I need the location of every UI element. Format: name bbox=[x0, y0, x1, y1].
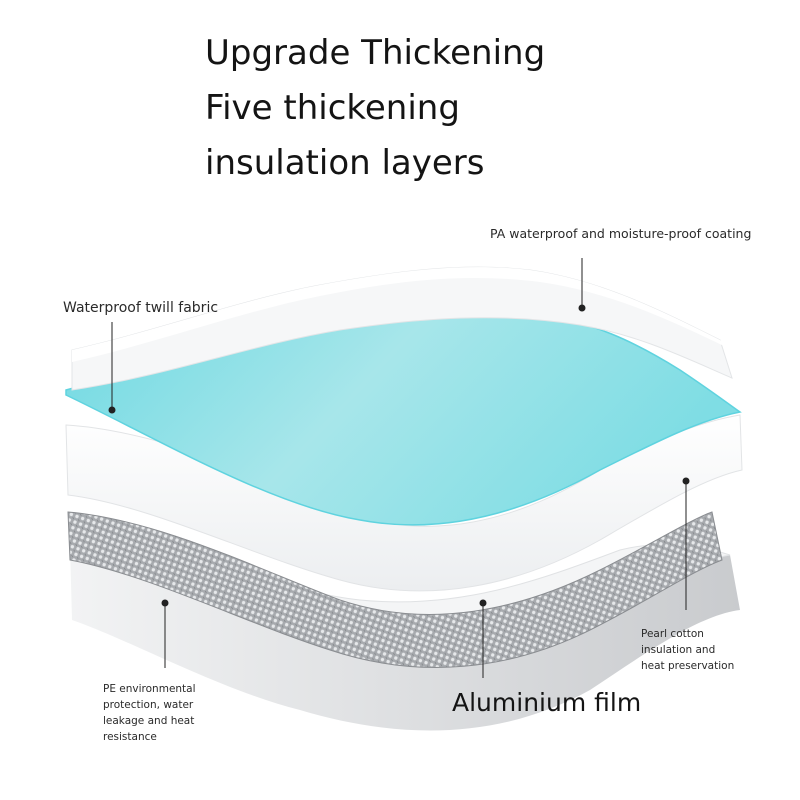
label-pa-coating: PA waterproof and moisture-proof coating bbox=[490, 226, 752, 241]
label-aluminium-film: Aluminium film bbox=[452, 688, 642, 717]
layer-aluminium bbox=[67, 511, 723, 668]
label-twill-fabric: Waterproof twill fabric bbox=[63, 300, 219, 316]
label-pearl-cotton-line-2: insulation and bbox=[641, 644, 716, 656]
label-pearl-cotton: Pearl cotton insulation and heat preserv… bbox=[641, 626, 734, 674]
headline-line-3: insulation layers bbox=[205, 143, 485, 183]
label-pearl-cotton-line-3: heat preservation bbox=[641, 660, 735, 672]
headline-line-2: Five thickening bbox=[205, 88, 460, 128]
label-pe-line-3: leakage and heat bbox=[103, 715, 195, 727]
leader-dot-pearl bbox=[682, 477, 690, 485]
leader-dot-pe bbox=[161, 599, 169, 607]
leader-dot-twill bbox=[108, 406, 116, 414]
label-pearl-cotton-line-1: Pearl cotton bbox=[641, 628, 704, 640]
label-pe-line-4: resistance bbox=[103, 731, 157, 743]
label-pe-protection: PE environmental protection, water leaka… bbox=[103, 681, 196, 745]
leader-dot-pa bbox=[578, 304, 586, 312]
layer-pe-bottom bbox=[70, 545, 740, 731]
leader-dot-aluminium bbox=[479, 599, 487, 607]
label-pe-line-2: protection, water bbox=[103, 699, 194, 711]
headline: Upgrade Thickening Five thickening insul… bbox=[205, 26, 725, 191]
label-pe-line-1: PE environmental bbox=[103, 683, 196, 695]
layer-pa-coating-edge bbox=[72, 267, 728, 362]
headline-line-1: Upgrade Thickening bbox=[205, 33, 546, 73]
